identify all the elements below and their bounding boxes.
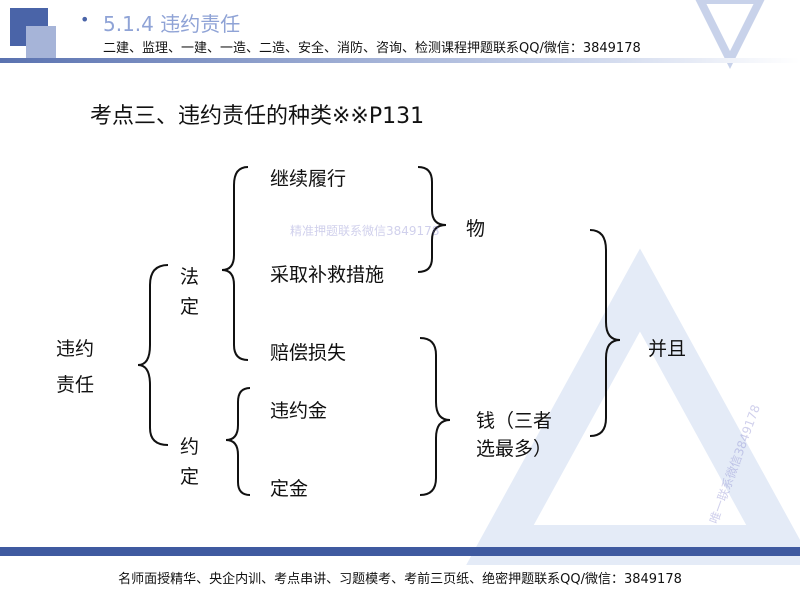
money-node-line1: 钱（三者 — [476, 410, 553, 432]
leaf-continue-performance: 继续履行 — [270, 168, 347, 190]
logo-square-light — [26, 26, 56, 60]
footer-bar — [0, 547, 800, 556]
root-node-line2: 责任 — [56, 374, 95, 396]
brace-root — [137, 264, 169, 446]
brace-agreed — [225, 387, 251, 496]
brace-statutory — [221, 166, 249, 361]
agreed-node: 约定 — [180, 436, 200, 488]
footer-text: 名师面授精华、央企内训、考点串讲、习题模考、考前三页纸、绝密押题联系QQ/微信：… — [118, 572, 682, 587]
brace-combine — [589, 229, 621, 437]
leaf-deposit: 定金 — [270, 478, 309, 500]
ad-text: 二建、监理、一建、一造、二造、安全、消防、咨询、检测课程押题联系QQ/微信：38… — [103, 41, 641, 56]
statutory-node: 法定 — [180, 266, 200, 318]
brace-money — [419, 337, 451, 496]
leaf-remedial-measures: 采取补救措施 — [270, 264, 385, 286]
header-divider — [0, 58, 800, 63]
combine-node: 并且 — [648, 338, 687, 360]
brace-thing — [417, 166, 447, 273]
watermark: 精准押题联系微信3849178 — [290, 224, 440, 238]
leaf-liquidated-damages: 违约金 — [270, 400, 328, 422]
background-triangle — [466, 248, 800, 565]
root-node-line1: 违约 — [56, 338, 95, 360]
bullet: • — [80, 10, 90, 29]
leaf-compensation: 赔偿损失 — [270, 342, 347, 364]
page-title: 考点三、违约责任的种类※※P131 — [90, 104, 425, 129]
money-node-line2: 选最多） — [476, 438, 553, 460]
section-heading: 5.1.4 违约责任 — [103, 12, 241, 36]
thing-node: 物 — [466, 218, 486, 240]
corner-decoration — [695, 0, 765, 69]
